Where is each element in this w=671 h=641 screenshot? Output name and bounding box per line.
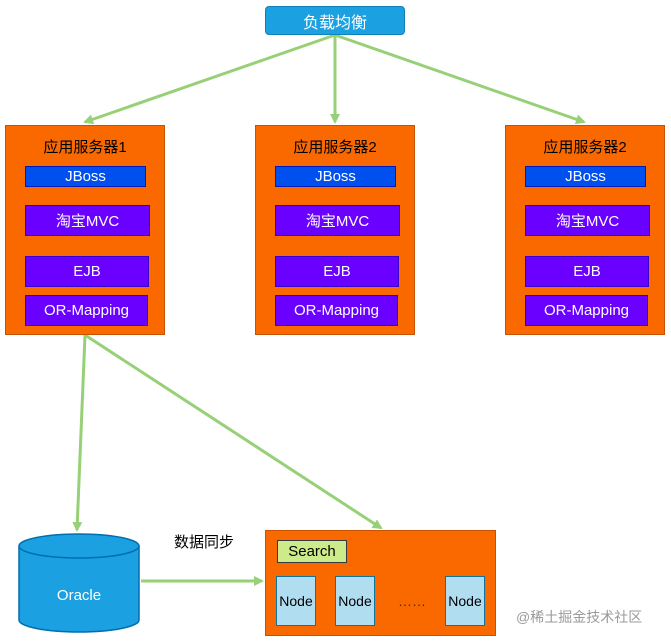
ejb-module: EJB xyxy=(525,256,649,287)
app-server-1-title: 应用服务器1 xyxy=(43,139,127,156)
ejb-module: EJB xyxy=(275,256,399,287)
jboss-module: JBoss xyxy=(25,166,146,187)
mvc-module: 淘宝MVC xyxy=(25,205,150,236)
arrow-server-to-oracle xyxy=(72,334,87,532)
or-mapping-module: OR-Mapping xyxy=(25,295,148,326)
search-label: Search xyxy=(277,540,347,563)
database-top xyxy=(18,533,140,559)
arrow-lb-to-server-3 xyxy=(334,33,586,125)
search-node-3: Node xyxy=(445,576,485,626)
watermark: @稀土掘金技术社区 xyxy=(516,609,643,625)
database-body xyxy=(18,546,140,633)
app-server-3-title: 应用服务器2 xyxy=(543,139,627,156)
app-server-2-title: 应用服务器2 xyxy=(293,139,377,156)
search-node-1: Node xyxy=(276,576,316,626)
search-node-2: Node xyxy=(335,576,375,626)
load-balancer-box: 负载均衡 xyxy=(265,6,405,35)
ejb-module: EJB xyxy=(25,256,149,287)
or-mapping-module: OR-Mapping xyxy=(525,295,648,326)
mvc-module: 淘宝MVC xyxy=(525,205,650,236)
arrow-lb-to-server-1 xyxy=(83,33,336,125)
database-label: Oracle xyxy=(57,587,101,604)
oracle-database: Oracle xyxy=(18,533,140,633)
or-mapping-module: OR-Mapping xyxy=(275,295,398,326)
app-server-3: 应用服务器2 JBoss 淘宝MVC EJB OR-Mapping xyxy=(505,125,665,335)
jboss-module: JBoss xyxy=(275,166,396,187)
app-server-1: 应用服务器1 JBoss 淘宝MVC EJB OR-Mapping xyxy=(5,125,165,335)
node-ellipsis: …… xyxy=(398,593,426,609)
data-sync-label: 数据同步 xyxy=(174,534,235,551)
search-cluster: Search Node Node …… Node xyxy=(265,530,496,636)
load-balancer-label: 负载均衡 xyxy=(302,14,367,32)
mvc-module: 淘宝MVC xyxy=(275,205,400,236)
app-server-2: 应用服务器2 JBoss 淘宝MVC EJB OR-Mapping xyxy=(255,125,415,335)
arrow-server-to-search xyxy=(84,333,383,530)
jboss-module: JBoss xyxy=(525,166,646,187)
